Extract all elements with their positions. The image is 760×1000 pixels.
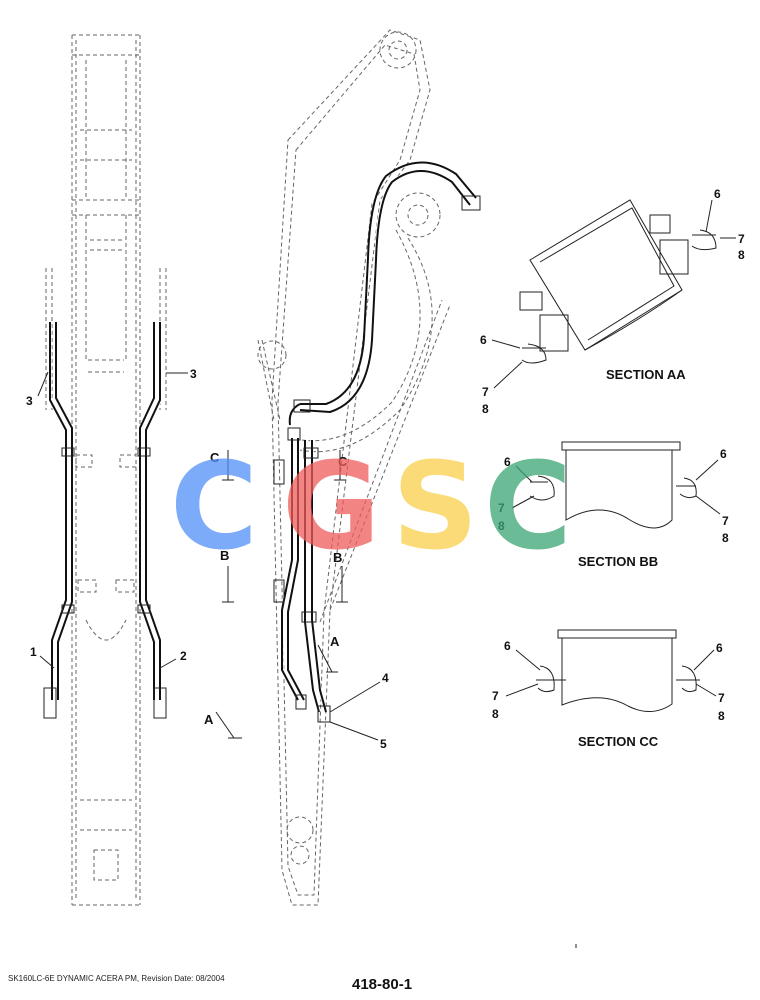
cc-callout-7-left: 7 [492,689,499,703]
boom-side-view [257,29,451,906]
cc-callout-8-left: 8 [492,707,499,721]
bb-callout-6-left: 6 [504,455,511,469]
callout-2: 2 [180,649,187,663]
arm-top-view [43,34,167,906]
cc-callout-7-right: 7 [718,691,725,705]
section-bb-title: SECTION BB [578,554,658,569]
marker-c-left: C [210,450,220,465]
section-aa-drawing [519,199,717,364]
page-number: 418-80-1 [352,976,413,993]
cgsc-watermark: C G S C [170,438,572,577]
marker-c-right: C [338,454,348,469]
callout-3-left: 3 [26,394,33,408]
marker-a-boom: A [330,634,340,649]
bb-callout-7-left: 7 [498,501,505,515]
marker-a-arm: A [204,712,214,727]
section-cc-drawing [536,629,700,712]
aa-callout-7-top: 7 [738,232,745,246]
bb-callout-8-right: 8 [722,531,729,545]
bb-callout-7-right: 7 [722,514,729,528]
cc-callout-6-left: 6 [504,639,511,653]
section-cc-title: SECTION CC [578,734,659,749]
watermark-letter-s: S [392,438,478,577]
aa-callout-8-top: 8 [738,248,745,262]
callout-4: 4 [382,671,389,685]
watermark-letter-g: G [282,438,381,577]
watermark-letter-c2: C [484,438,572,577]
callout-1: 1 [30,645,37,659]
cc-callout-6-right: 6 [716,641,723,655]
bb-callout-8-left: 8 [498,519,505,533]
footer-revision-text: SK160LC-6E DYNAMIC ACERA PM, Revision Da… [8,974,225,983]
callout-5: 5 [380,737,387,751]
cc-callout-8-right: 8 [718,709,725,723]
callout-3-right: 3 [190,367,197,381]
section-markers [215,450,348,739]
aa-callout-8-bottom: 8 [482,402,489,416]
marker-b-right: B [333,550,342,565]
aa-callout-6-top: 6 [714,187,721,201]
aa-callout-6-bottom: 6 [480,333,487,347]
boom-hoses [273,161,481,723]
bb-callout-6-right: 6 [720,447,727,461]
watermark-letter-c1: C [170,438,258,577]
section-bb-drawing [529,441,697,529]
aa-callout-7-bottom: 7 [482,385,489,399]
section-aa-title: SECTION AA [606,367,686,382]
marker-b-left: B [220,548,229,563]
